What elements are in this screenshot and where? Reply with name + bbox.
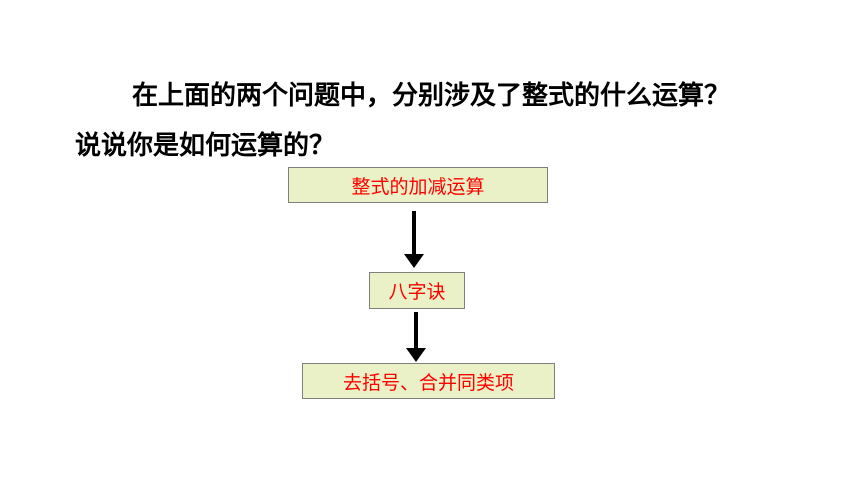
flow-step-eight-character-rule: 八字诀	[369, 272, 465, 309]
flow-step-label: 八字诀	[388, 281, 446, 303]
down-arrow-icon	[404, 211, 424, 268]
question-line-2: 说说你是如何运算的？	[75, 131, 336, 161]
arrow-shaft	[414, 312, 418, 350]
arrow-head	[404, 254, 424, 268]
flow-step-label: 去括号、合并同类项	[342, 371, 514, 394]
flow-step-remove-brackets-combine-terms: 去括号、合并同类项	[302, 363, 555, 399]
question-line-1: 在上面的两个问题中，分别涉及了整式的什么运算？	[132, 81, 731, 111]
flow-step-label: 整式的加减运算	[351, 175, 485, 198]
down-arrow-icon	[406, 312, 426, 362]
arrow-shaft	[412, 211, 416, 256]
flow-step-addition-subtraction: 整式的加减运算	[288, 167, 548, 203]
arrow-head	[406, 348, 426, 362]
